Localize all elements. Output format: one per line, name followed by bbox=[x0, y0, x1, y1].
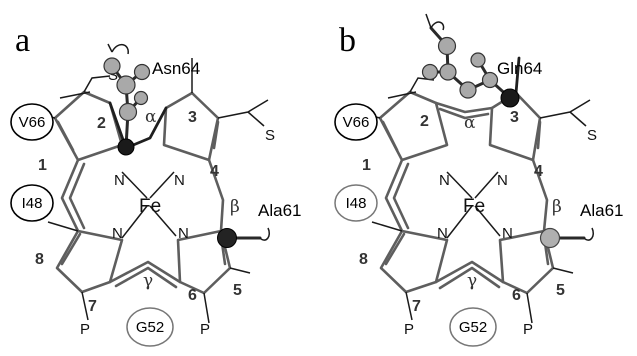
panel-b-pos-4: 4 bbox=[534, 163, 543, 180]
panel-a-pos-4: 4 bbox=[210, 163, 219, 180]
panel-a-residue-g52: G52 bbox=[126, 307, 174, 347]
panel-b-pos-7: 7 bbox=[412, 298, 421, 315]
panel-b-pos-6: 6 bbox=[512, 287, 521, 304]
svg-text:V66: V66 bbox=[343, 114, 370, 131]
panel-b-pos-1: 1 bbox=[362, 157, 371, 174]
panel-a-propionate-7: P bbox=[80, 321, 90, 338]
panel-b-n-bottom-right: N bbox=[502, 225, 513, 242]
panel-b-heme-labels: Fe N N N N 1 2 3 4 5 6 7 8 α β γ P P S bbox=[359, 109, 597, 338]
panel-b-residue-v66: V66 bbox=[334, 103, 378, 141]
panel-a-heme-labels: Fe N N N N 1 2 3 4 5 6 7 8 α β γ P P S S bbox=[35, 67, 275, 338]
panel-a-residue-ala61: Ala61 bbox=[258, 201, 301, 220]
panel-b-ala61-sidechain bbox=[539, 227, 595, 249]
panel-b-propionate-6: P bbox=[523, 321, 533, 338]
svg-text:I48: I48 bbox=[22, 195, 43, 212]
panel-a-label: a bbox=[15, 22, 30, 59]
panel-a-pos-2: 2 bbox=[97, 115, 106, 132]
panel-a-alpha: α bbox=[145, 107, 157, 127]
panel-a-beta: β bbox=[230, 197, 240, 217]
svg-text:G52: G52 bbox=[459, 319, 487, 336]
panel-a-thioether-2: S bbox=[108, 67, 118, 84]
panel-b-n-top-left: N bbox=[439, 172, 450, 189]
panel-a-porphyrin-skeleton bbox=[29, 58, 269, 324]
panel-a-n-bottom-left: N bbox=[112, 225, 123, 242]
panel-b-alpha: α bbox=[464, 113, 476, 133]
svg-text:V66: V66 bbox=[19, 114, 46, 131]
panel-a-n-top-right: N bbox=[174, 172, 185, 189]
panel-a-pos-8: 8 bbox=[35, 251, 44, 268]
panel-b-beta: β bbox=[552, 197, 562, 217]
svg-text:G52: G52 bbox=[136, 319, 164, 336]
panel-a-pos-1: 1 bbox=[38, 157, 47, 174]
panel-a-pos-5: 5 bbox=[233, 282, 242, 299]
panel-a-residue-v66: V66 bbox=[10, 103, 54, 141]
panel-a-propionate-6: P bbox=[200, 321, 210, 338]
panel-b-fe: Fe bbox=[463, 196, 485, 217]
panel-b-label: b bbox=[339, 22, 356, 59]
svg-text:I48: I48 bbox=[346, 195, 367, 212]
panel-a-n-top-left: N bbox=[114, 172, 125, 189]
panel-b-residue-ala61: Ala61 bbox=[580, 201, 623, 220]
panel-a-ala61-sidechain bbox=[217, 227, 271, 248]
panel-a-residue-asn64: Asn64 bbox=[152, 59, 200, 78]
panel-b-pos-8: 8 bbox=[359, 251, 368, 268]
panel-a-fe: Fe bbox=[139, 196, 161, 217]
panel-a-pos-3: 3 bbox=[188, 109, 197, 126]
panel-b-propionate-7: P bbox=[404, 321, 414, 338]
panel-b-residue-i48: I48 bbox=[334, 184, 378, 222]
panel-a: a bbox=[10, 22, 301, 347]
panel-b-residue-gln64: Gln64 bbox=[497, 59, 542, 78]
panel-b: b bbox=[334, 13, 623, 347]
panel-a-n-bottom-right: N bbox=[178, 225, 189, 242]
panel-b-gamma: γ bbox=[467, 271, 477, 291]
panel-a-residue-i48: I48 bbox=[10, 184, 54, 222]
panel-b-pos-3: 3 bbox=[510, 109, 519, 126]
panel-a-thioether-4: S bbox=[265, 127, 275, 144]
panel-a-pos-6: 6 bbox=[188, 287, 197, 304]
panel-b-pos-2: 2 bbox=[420, 113, 429, 130]
panel-a-pos-7: 7 bbox=[88, 298, 97, 315]
panel-a-gamma: γ bbox=[143, 271, 153, 291]
panel-b-thioether-4: S bbox=[587, 127, 597, 144]
panel-a-asn64-sidechain bbox=[59, 43, 151, 156]
panel-b-porphyrin-skeleton bbox=[354, 56, 591, 324]
panel-b-residue-g52: G52 bbox=[449, 307, 497, 347]
panel-b-pos-5: 5 bbox=[556, 282, 565, 299]
panel-b-gln64-sidechain bbox=[421, 13, 520, 108]
panel-b-n-top-right: N bbox=[497, 172, 508, 189]
panel-b-n-bottom-left: N bbox=[437, 225, 448, 242]
